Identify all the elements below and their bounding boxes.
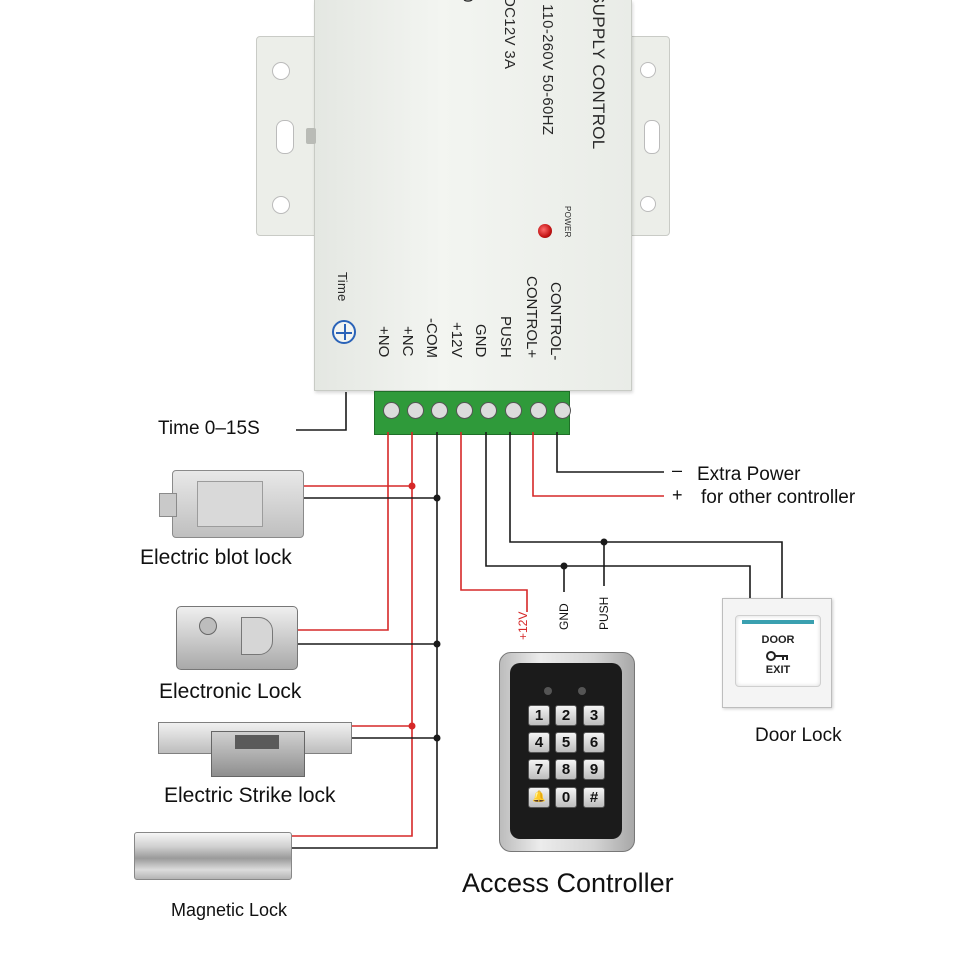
key-4[interactable]: 4 <box>528 732 550 753</box>
access-controller-label: Access Controller <box>462 868 674 898</box>
wire-control-minus <box>556 432 664 473</box>
exit-button-exit-text: EXIT <box>765 664 791 676</box>
terminal-screw[interactable] <box>480 402 497 419</box>
terminal-screw[interactable] <box>530 402 547 419</box>
time-pointer-line <box>296 392 347 431</box>
junction-dot <box>433 734 441 742</box>
bolt-lock-label-plate <box>197 481 263 527</box>
extra-power-minus: – <box>672 460 683 480</box>
key-6[interactable]: 6 <box>583 732 605 753</box>
extra-power-line2: for other controller <box>701 487 856 508</box>
door-lock-label: Door Lock <box>755 725 842 746</box>
exit-button-door-text: DOOR <box>761 634 795 646</box>
electric-strike-lock <box>158 722 352 777</box>
access-controller: 1 2 3 4 5 6 7 8 9 🔔 0 # <box>499 652 635 852</box>
time-knob[interactable] <box>332 320 356 344</box>
extra-power-plus: + <box>672 485 683 505</box>
extra-power-line1: Extra Power <box>697 464 801 485</box>
wire-nc <box>290 432 413 837</box>
psu-mount-slot-left <box>276 120 294 154</box>
terminal-screw[interactable] <box>431 402 448 419</box>
wire-gnd <box>485 432 751 600</box>
psu-screw <box>306 128 316 144</box>
psu-mount-hole-left-top <box>272 62 290 80</box>
bolt-lock-bolt <box>159 493 177 517</box>
electronic-lock-cylinder <box>199 617 217 635</box>
strike-lock-keeper <box>235 735 279 749</box>
psu-mount-hole-right-top <box>640 62 656 78</box>
electric-strike-lock-label: Electric Strike lock <box>164 784 336 807</box>
terminal-screw[interactable] <box>505 402 522 419</box>
tag-gnd: GND <box>557 603 571 630</box>
time-knob-slot-cross <box>336 332 352 334</box>
magnetic-lock <box>134 832 292 880</box>
junction-dot <box>433 640 441 648</box>
wire-control-plus <box>532 432 664 497</box>
keypad-indicator-right <box>578 687 586 695</box>
junction-dot <box>560 562 568 570</box>
exit-button-face[interactable]: DOOR EXIT <box>735 615 821 687</box>
psu-box <box>314 0 632 391</box>
key-hash[interactable]: # <box>583 787 605 808</box>
junction-dot <box>600 538 608 546</box>
key-7[interactable]: 7 <box>528 759 550 780</box>
terminal-screw[interactable] <box>407 402 424 419</box>
psu-mount-hole-right-bottom <box>640 196 656 212</box>
key-0[interactable]: 0 <box>555 787 577 808</box>
junction-dot <box>408 482 416 490</box>
electric-bolt-lock-label: Electric blot lock <box>140 546 292 569</box>
junction-dot <box>433 494 441 502</box>
key-1[interactable]: 1 <box>528 705 550 726</box>
time-range-label: Time 0–15S <box>158 418 260 439</box>
key-3[interactable]: 3 <box>583 705 605 726</box>
terminal-screw[interactable] <box>383 402 400 419</box>
wire-no <box>298 432 389 631</box>
terminal-screw[interactable] <box>554 402 571 419</box>
key-5[interactable]: 5 <box>555 732 577 753</box>
magnetic-lock-label: Magnetic Lock <box>171 900 288 920</box>
key-9[interactable]: 9 <box>583 759 605 780</box>
junction-dot <box>408 722 416 730</box>
psu-mount-hole-left-bottom <box>272 196 290 214</box>
psu-mount-slot-right <box>644 120 660 154</box>
wire-push <box>509 432 783 600</box>
exit-button-bar <box>742 620 814 624</box>
key-2[interactable]: 2 <box>555 705 577 726</box>
electric-bolt-lock <box>159 470 304 538</box>
tag-12v: +12V <box>516 611 530 640</box>
wire-12v <box>460 432 528 612</box>
electronic-lock-label: Electronic Lock <box>159 680 302 703</box>
key-icon <box>766 649 790 661</box>
keypad-indicator-left <box>544 687 552 695</box>
terminal-block <box>374 391 571 435</box>
electronic-lock <box>176 606 298 670</box>
power-led <box>538 224 552 238</box>
wire-com <box>290 432 438 849</box>
key-8[interactable]: 8 <box>555 759 577 780</box>
tag-push: PUSH <box>597 596 611 630</box>
bell-key-icon[interactable]: 🔔 <box>528 787 550 808</box>
electronic-lock-latch <box>241 617 273 655</box>
door-exit-button[interactable]: DOOR EXIT <box>722 598 832 708</box>
terminal-screw[interactable] <box>456 402 473 419</box>
